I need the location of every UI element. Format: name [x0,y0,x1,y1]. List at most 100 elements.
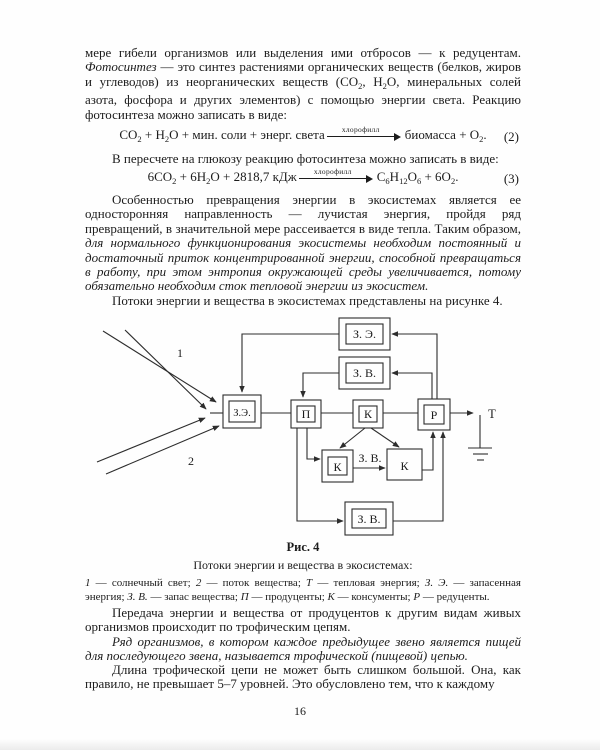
text-run: Ряд организмов, в котором каждое предыду… [85,634,521,664]
box-producers [290,399,322,429]
text-run: 2 [206,176,211,186]
text-run: — редуценты. [420,591,490,604]
stored-energy-feed [239,333,339,393]
text-run: O, минеральных солей азота, фосфора и др… [85,73,522,122]
label-stored-matter-bottom: З. В. [357,512,380,526]
text-run: O + 2818,7 кДж [210,169,297,184]
text-run: — запасенная энергия; [85,577,521,604]
text-run: — продуценты; [248,591,328,604]
text-run: + 6O [421,169,451,184]
reducer-to-matter-store [391,370,433,399]
text-run: + 6H [176,169,207,184]
reducer-to-energy-store [391,331,438,399]
text-run: З. В. [127,591,148,604]
energy-matter-flow-diagram: З. Э. З. В. З.Э. П К Р К К З. В. З. В. 1… [96,317,496,536]
diagram-connectors [96,329,492,524]
text-run: . [455,169,459,184]
figure-subtitle: Потоки энергии и вещества в экосистемах: [193,558,413,572]
text-run: 2 [195,577,202,589]
consumer-diagonal [370,427,400,448]
text-run: биомасса + O [404,127,480,142]
text-run: — поток вещества; [201,577,307,589]
label-consumers-third: К [400,459,409,473]
text-run: Особенностью превращения энергии в экоси… [85,192,521,236]
text-run: Т [306,577,313,589]
text-run: 6 [385,176,390,186]
text-run [326,126,403,142]
stored-matter-feed [300,372,339,398]
label-heat: Т [488,407,496,421]
text-column: мере гибели организмов или выделения ими… [85,0,521,750]
figure-caption: Рис. 4 [286,540,320,554]
consumer3-to-reducer [422,431,436,471]
box-reducers [417,398,451,431]
text-run: 2 [137,134,142,144]
text-run: 2 [164,134,170,144]
text-run: + H [141,127,165,142]
text-run: 6CO [147,169,173,184]
paragraph-chain-length: Длина трофической цепи не может быть сли… [85,662,521,692]
label-consumers: К [364,407,373,421]
text-run: П [240,591,249,604]
text-run: 2 [358,80,363,91]
text-run: — тепловая энергия; [312,577,425,589]
equation-number: (3) [503,171,519,186]
scan-edge-shadow [0,739,600,750]
text-run: — это синтез растениями органических вещ… [85,59,521,89]
box-stored-energy-top [338,317,391,351]
text-run: , H [362,73,383,89]
matter-store-to-reducer [393,431,446,522]
label-matter-flow: 2 [188,454,194,468]
label-stored-energy-top: З. Э. [353,327,376,341]
ground-symbol [468,415,492,461]
sunlight-arrow [124,329,207,410]
box-stored-energy-input [222,394,262,429]
box-consumers-third [386,448,423,481]
text-run: O [407,169,417,184]
label-stored-matter-top: З. В. [353,366,376,380]
text-run: Фотосинтез [85,59,157,75]
text-run [298,168,375,184]
paragraph-figure-reference: Потоки энергии и вещества в экосистемах … [112,293,503,308]
producer-to-matter-store [296,428,344,524]
equation-body: 6CO2 + 6H2O + 2818,7 кДжC6H12O6 + 6O2. [147,168,459,186]
text-run: для нормального функционирования экосист… [85,235,521,294]
text-run: . [483,127,487,142]
paragraph-photosynthesis-intro: мере гибели организмов или выделения ими… [85,45,522,122]
text-run: мере гибели организмов или выделения ими… [85,45,521,60]
label-consumers-second: К [333,460,342,474]
text-run: C [376,169,386,184]
text-run: 12 [399,176,408,186]
label-stored-matter-chain: З. В. [358,451,381,465]
text-run: 2 [172,176,177,186]
equation-body: CO2 + H2O + мин. соли + энерг. светабиом… [119,126,487,144]
consumer-diagonal [339,427,366,449]
equation-photosynthesis-glucose: 6CO2 + 6H2O + 2818,7 кДжC6H12O6 + 6O2. (… [85,168,521,190]
paragraph-trophic-chain-definition: Ряд организмов, в котором каждое предыду… [85,634,521,664]
equation-number: (2) [503,129,519,144]
text-run: — запас вещества; [147,591,241,604]
paragraph-trophic-chains: Передача энергии и вещества от продуцент… [85,605,521,635]
text-run: — солнечный свет; [90,577,196,589]
matter-flow-arrow [105,425,220,475]
equation-photosynthesis-general: CO2 + H2O + мин. соли + энерг. светабиом… [85,126,521,148]
producer-to-consumer2 [306,428,321,462]
text-run: O + мин. соли + энерг. света [169,127,325,142]
text-run: 2 [479,134,484,144]
figure-legend: 1 — солнечный свет; 2 — поток вещества; … [85,576,521,604]
text-run: H [389,169,400,184]
matter-flow-arrow [96,417,206,463]
label-producers: П [302,407,311,421]
text-run: З. Э. [424,577,449,589]
text-run: 2 [450,176,456,186]
label-sunlight: 1 [177,346,183,360]
paragraph-energy-one-way: Особенностью превращения энергии в экоси… [85,192,521,294]
page-number: 16 [294,704,306,718]
sunlight-arrow [102,330,217,403]
text-run: 6 [416,176,422,186]
text-run: Р [413,591,421,604]
label-stored-energy-input: З.Э. [233,408,250,419]
box-stored-matter-top [338,356,391,390]
text-run: — консументы; [334,591,414,604]
